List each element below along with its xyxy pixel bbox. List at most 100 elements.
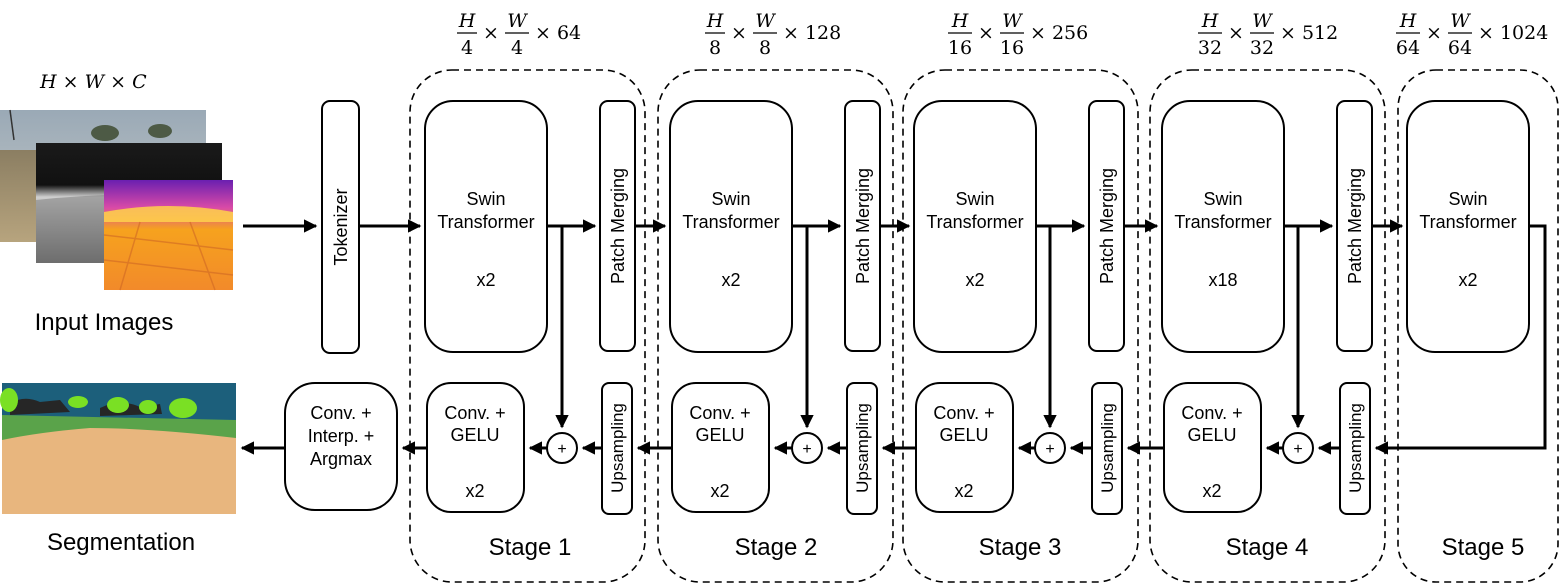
segmentation-output: Segmentation [0,383,236,556]
svg-text:Upsampling: Upsampling [608,403,627,493]
svg-text:+: + [557,441,566,458]
decoder-arrows [240,224,1547,455]
svg-text:× 256: × 256 [1030,22,1088,44]
svg-text:x2: x2 [954,481,973,501]
svg-text:× 512: × 512 [1280,22,1338,44]
svg-text:× 64: × 64 [535,22,581,44]
svg-text:Transformer: Transformer [1419,212,1516,232]
stage-1-label: Stage 1 [489,534,572,561]
stage-1-blocks: Swin Transformer x2 Patch Merging Upsamp… [424,100,636,515]
swin-transformer-block-5: Swin Transformer x2 [1406,100,1530,353]
svg-text:64: 64 [1448,37,1472,59]
svg-text:Swin: Swin [955,189,994,209]
stage-5-label: Stage 5 [1442,534,1525,561]
dim-stage-3: H 16 × W 16 × 256 [948,10,1088,59]
svg-text:×: × [1426,22,1442,44]
svg-text:x2: x2 [965,270,984,290]
svg-text:8: 8 [709,37,721,59]
svg-text:Conv. +: Conv. + [933,403,994,423]
sum-node-1: + [546,432,578,464]
upsampling-block-1: Upsampling [601,382,633,515]
svg-text:32: 32 [1250,37,1274,59]
patch-merging-block-3: Patch Merging [1088,100,1125,352]
sum-node-4: + [1282,432,1314,464]
svg-text:+: + [802,441,811,458]
swin-transformer-block-4: Swin Transformer x18 [1161,100,1285,353]
head-line-3: Argmax [310,449,372,469]
svg-text:Conv. +: Conv. + [444,403,505,423]
svg-text:GELU: GELU [695,425,744,445]
input-images: H × W × C Input Images [0,71,234,336]
stage-4-container: Stage 4 [1149,69,1386,583]
svg-text:4: 4 [461,37,473,59]
svg-text:Swin: Swin [466,189,505,209]
dim-stage-4: H 32 × W 32 × 512 [1198,10,1338,59]
dim-stage-5: H 64 × W 64 × 1024 [1396,10,1548,59]
svg-text:H: H [1201,10,1219,32]
svg-text:+: + [1293,441,1302,458]
svg-text:×: × [483,22,499,44]
upsampling-block-2: Upsampling [846,382,878,515]
input-dims: H × W × C [39,71,147,93]
stage-2-label: Stage 2 [735,534,818,561]
swin-transformer-block-2: Swin Transformer x2 [669,100,793,353]
upsampling-block-4: Upsampling [1339,382,1371,515]
svg-text:Upsampling: Upsampling [853,403,872,493]
svg-text:16: 16 [948,37,972,59]
patch-merging-block-2: Patch Merging [844,100,881,352]
svg-text:x2: x2 [721,270,740,290]
svg-text:Transformer: Transformer [682,212,779,232]
segmentation-label: Segmentation [47,529,195,556]
svg-text:4: 4 [511,37,523,59]
skip-arrows [555,226,1305,429]
dim-stage-1: H 4 × W 4 × 64 [457,10,581,59]
svg-text:GELU: GELU [1187,425,1236,445]
input-images-label: Input Images [35,309,174,336]
svg-text:x18: x18 [1208,270,1237,290]
tokenizer-block: Tokenizer [321,100,360,354]
svg-text:Conv. +: Conv. + [1181,403,1242,423]
stage-3-container: Stage 3 [902,69,1139,583]
dim-stage-2: H 8 × W 8 × 128 [705,10,841,59]
svg-text:8: 8 [759,37,771,59]
svg-text:16: 16 [1000,37,1024,59]
svg-text:Patch Merging: Patch Merging [608,168,628,284]
conv-gelu-block-1: Conv. + GELU x2 [426,382,525,513]
svg-text:Conv. +: Conv. + [689,403,750,423]
svg-text:Upsampling: Upsampling [1346,403,1365,493]
stage-3-blocks: Swin Transformer x2 Patch Merging Upsamp… [913,100,1125,515]
svg-text:64: 64 [1396,37,1420,59]
stage-1-container: Stage 1 [409,69,646,583]
stage-5-blocks: Swin Transformer x2 [1406,100,1530,353]
svg-text:× 128: × 128 [783,22,841,44]
svg-text:H: H [951,10,969,32]
svg-text:× 1024: × 1024 [1478,22,1548,44]
svg-text:x2: x2 [476,270,495,290]
svg-text:GELU: GELU [450,425,499,445]
swin-transformer-block-1: Swin Transformer x2 [424,100,548,353]
tokenizer-label: Tokenizer [331,188,351,265]
svg-text:W: W [1252,10,1273,32]
svg-text:H: H [1399,10,1417,32]
stage-4-label: Stage 4 [1226,534,1309,561]
svg-text:Transformer: Transformer [926,212,1023,232]
svg-text:Upsampling: Upsampling [1098,403,1117,493]
svg-text:H: H [458,10,476,32]
svg-text:Patch Merging: Patch Merging [1345,168,1365,284]
conv-gelu-block-3: Conv. + GELU x2 [915,382,1014,513]
svg-text:×: × [1228,22,1244,44]
svg-text:32: 32 [1198,37,1222,59]
svg-text:Patch Merging: Patch Merging [1097,168,1117,284]
stage-5-container: Stage 5 [1397,69,1559,583]
thermal-image [103,180,234,291]
sum-node-3: + [1034,432,1066,464]
svg-text:x2: x2 [465,481,484,501]
stage-3-label: Stage 3 [979,534,1062,561]
svg-text:W: W [1002,10,1023,32]
stage-2-blocks: Swin Transformer x2 Patch Merging Upsamp… [669,100,881,515]
svg-text:+: + [1045,441,1054,458]
upsampling-block-3: Upsampling [1091,382,1123,515]
svg-text:GELU: GELU [939,425,988,445]
svg-text:×: × [731,22,747,44]
